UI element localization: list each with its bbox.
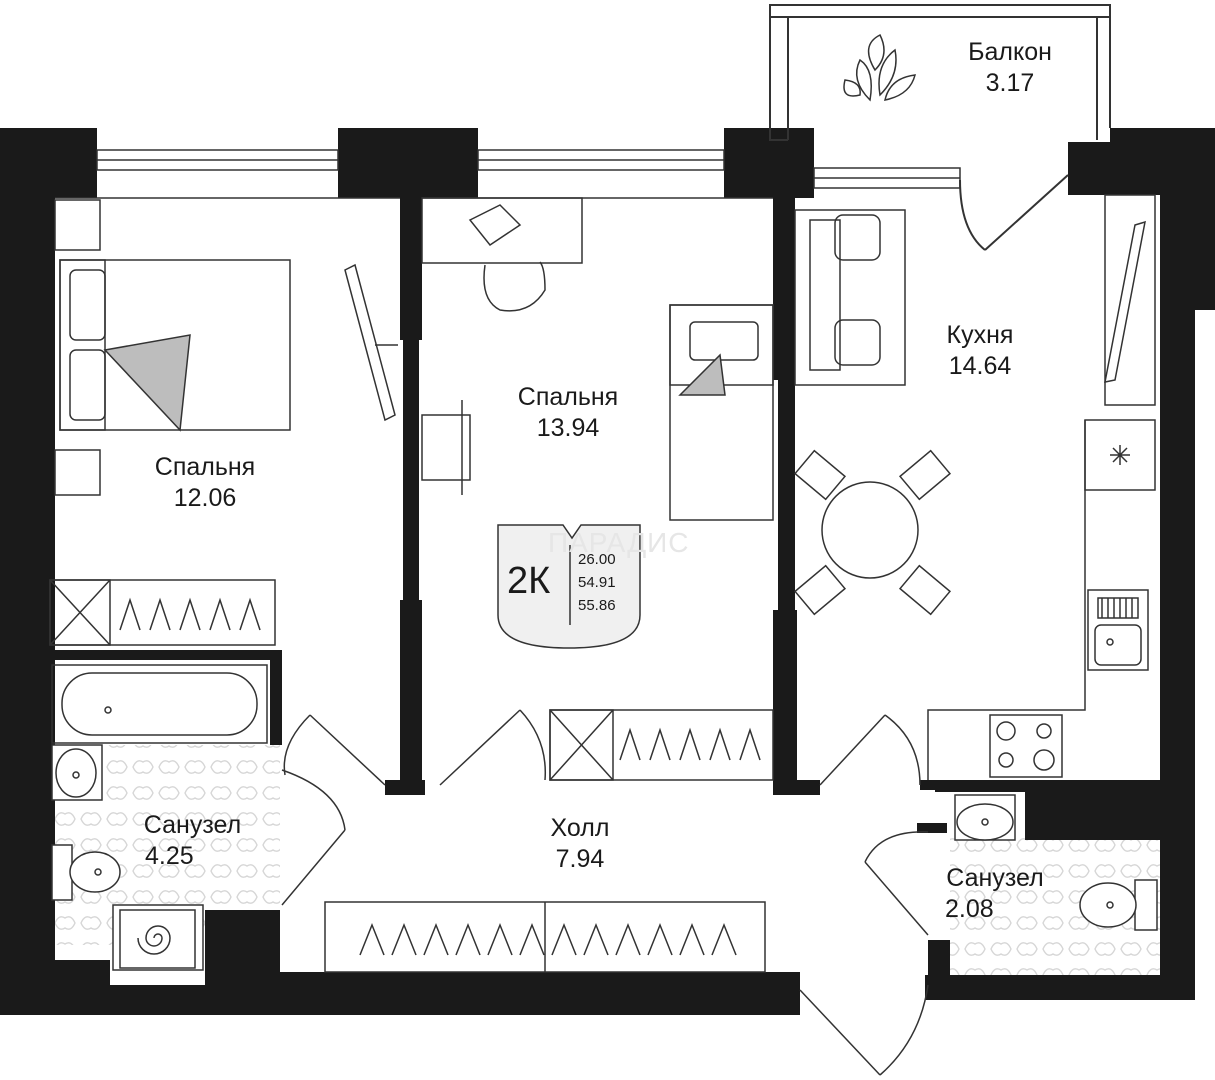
room-label-bedroom1: Спальня 12.06: [130, 452, 280, 515]
bedroom-doors: [283, 709, 547, 786]
chair: [421, 400, 471, 495]
room-name: Спальня: [154, 453, 256, 481]
bathtub: [51, 664, 268, 744]
dining-table: [793, 449, 952, 616]
room-label-balcony: Балкон 3.17: [935, 37, 1085, 100]
room-area: 3.17: [985, 69, 1035, 98]
room-area: 14.64: [948, 352, 1012, 381]
room-area: 4.25: [145, 842, 194, 871]
tv: [1104, 194, 1156, 406]
area-values: 26.00 54.91 55.86: [578, 548, 616, 617]
wardrobe: [49, 579, 276, 646]
room-name: Санузел: [946, 864, 1044, 892]
room-area: 12.06: [173, 484, 237, 513]
room-name: Балкон: [968, 38, 1052, 66]
living-area-value: 26.00: [578, 551, 616, 568]
bathroom2-door: [864, 831, 929, 936]
desk: [421, 197, 583, 312]
windows: [55, 149, 961, 199]
bathroom1-fixtures: [51, 744, 204, 971]
total-area-with-balcony-value: 55.86: [578, 597, 616, 614]
sofa: [794, 209, 906, 386]
room-label-bedroom2: Спальня 13.94: [493, 382, 643, 445]
kitchen-counter: [927, 419, 1156, 780]
hall-wardrobe: [324, 901, 766, 973]
room-label-hall: Холл 7.94: [505, 813, 655, 876]
room-label-kitchen: Кухня 14.64: [905, 320, 1055, 383]
kitchen-door: [819, 714, 921, 786]
plant-icon: [843, 33, 916, 102]
double-bed: [54, 199, 291, 496]
room-area: 7.94: [555, 845, 605, 874]
tv: [344, 263, 398, 422]
room-area: 13.94: [536, 414, 600, 443]
room-name: Спальня: [517, 383, 619, 411]
room-area: 2.08: [945, 895, 994, 924]
room-name: Санузел: [143, 811, 242, 839]
room-label-bathroom2: Санузел 2.08: [920, 863, 1070, 926]
walls: [0, 128, 1215, 1015]
single-bed: [669, 304, 774, 521]
room-label-bathroom1: Санузел 4.25: [115, 810, 270, 873]
bathroom2-fixtures: [954, 794, 1158, 931]
entrance-door: [799, 984, 929, 1076]
bathroom1-door: [281, 769, 346, 906]
total-area-value: 54.91: [578, 574, 616, 591]
area-badge: [497, 524, 641, 649]
wardrobe: [549, 709, 774, 781]
balcony-outline: [769, 4, 1111, 251]
watermark: ПАРАДИС: [548, 527, 690, 558]
room-name: Кухня: [946, 321, 1014, 349]
room-name: Холл: [550, 814, 610, 842]
apartment-type-code: 2К: [507, 560, 551, 602]
